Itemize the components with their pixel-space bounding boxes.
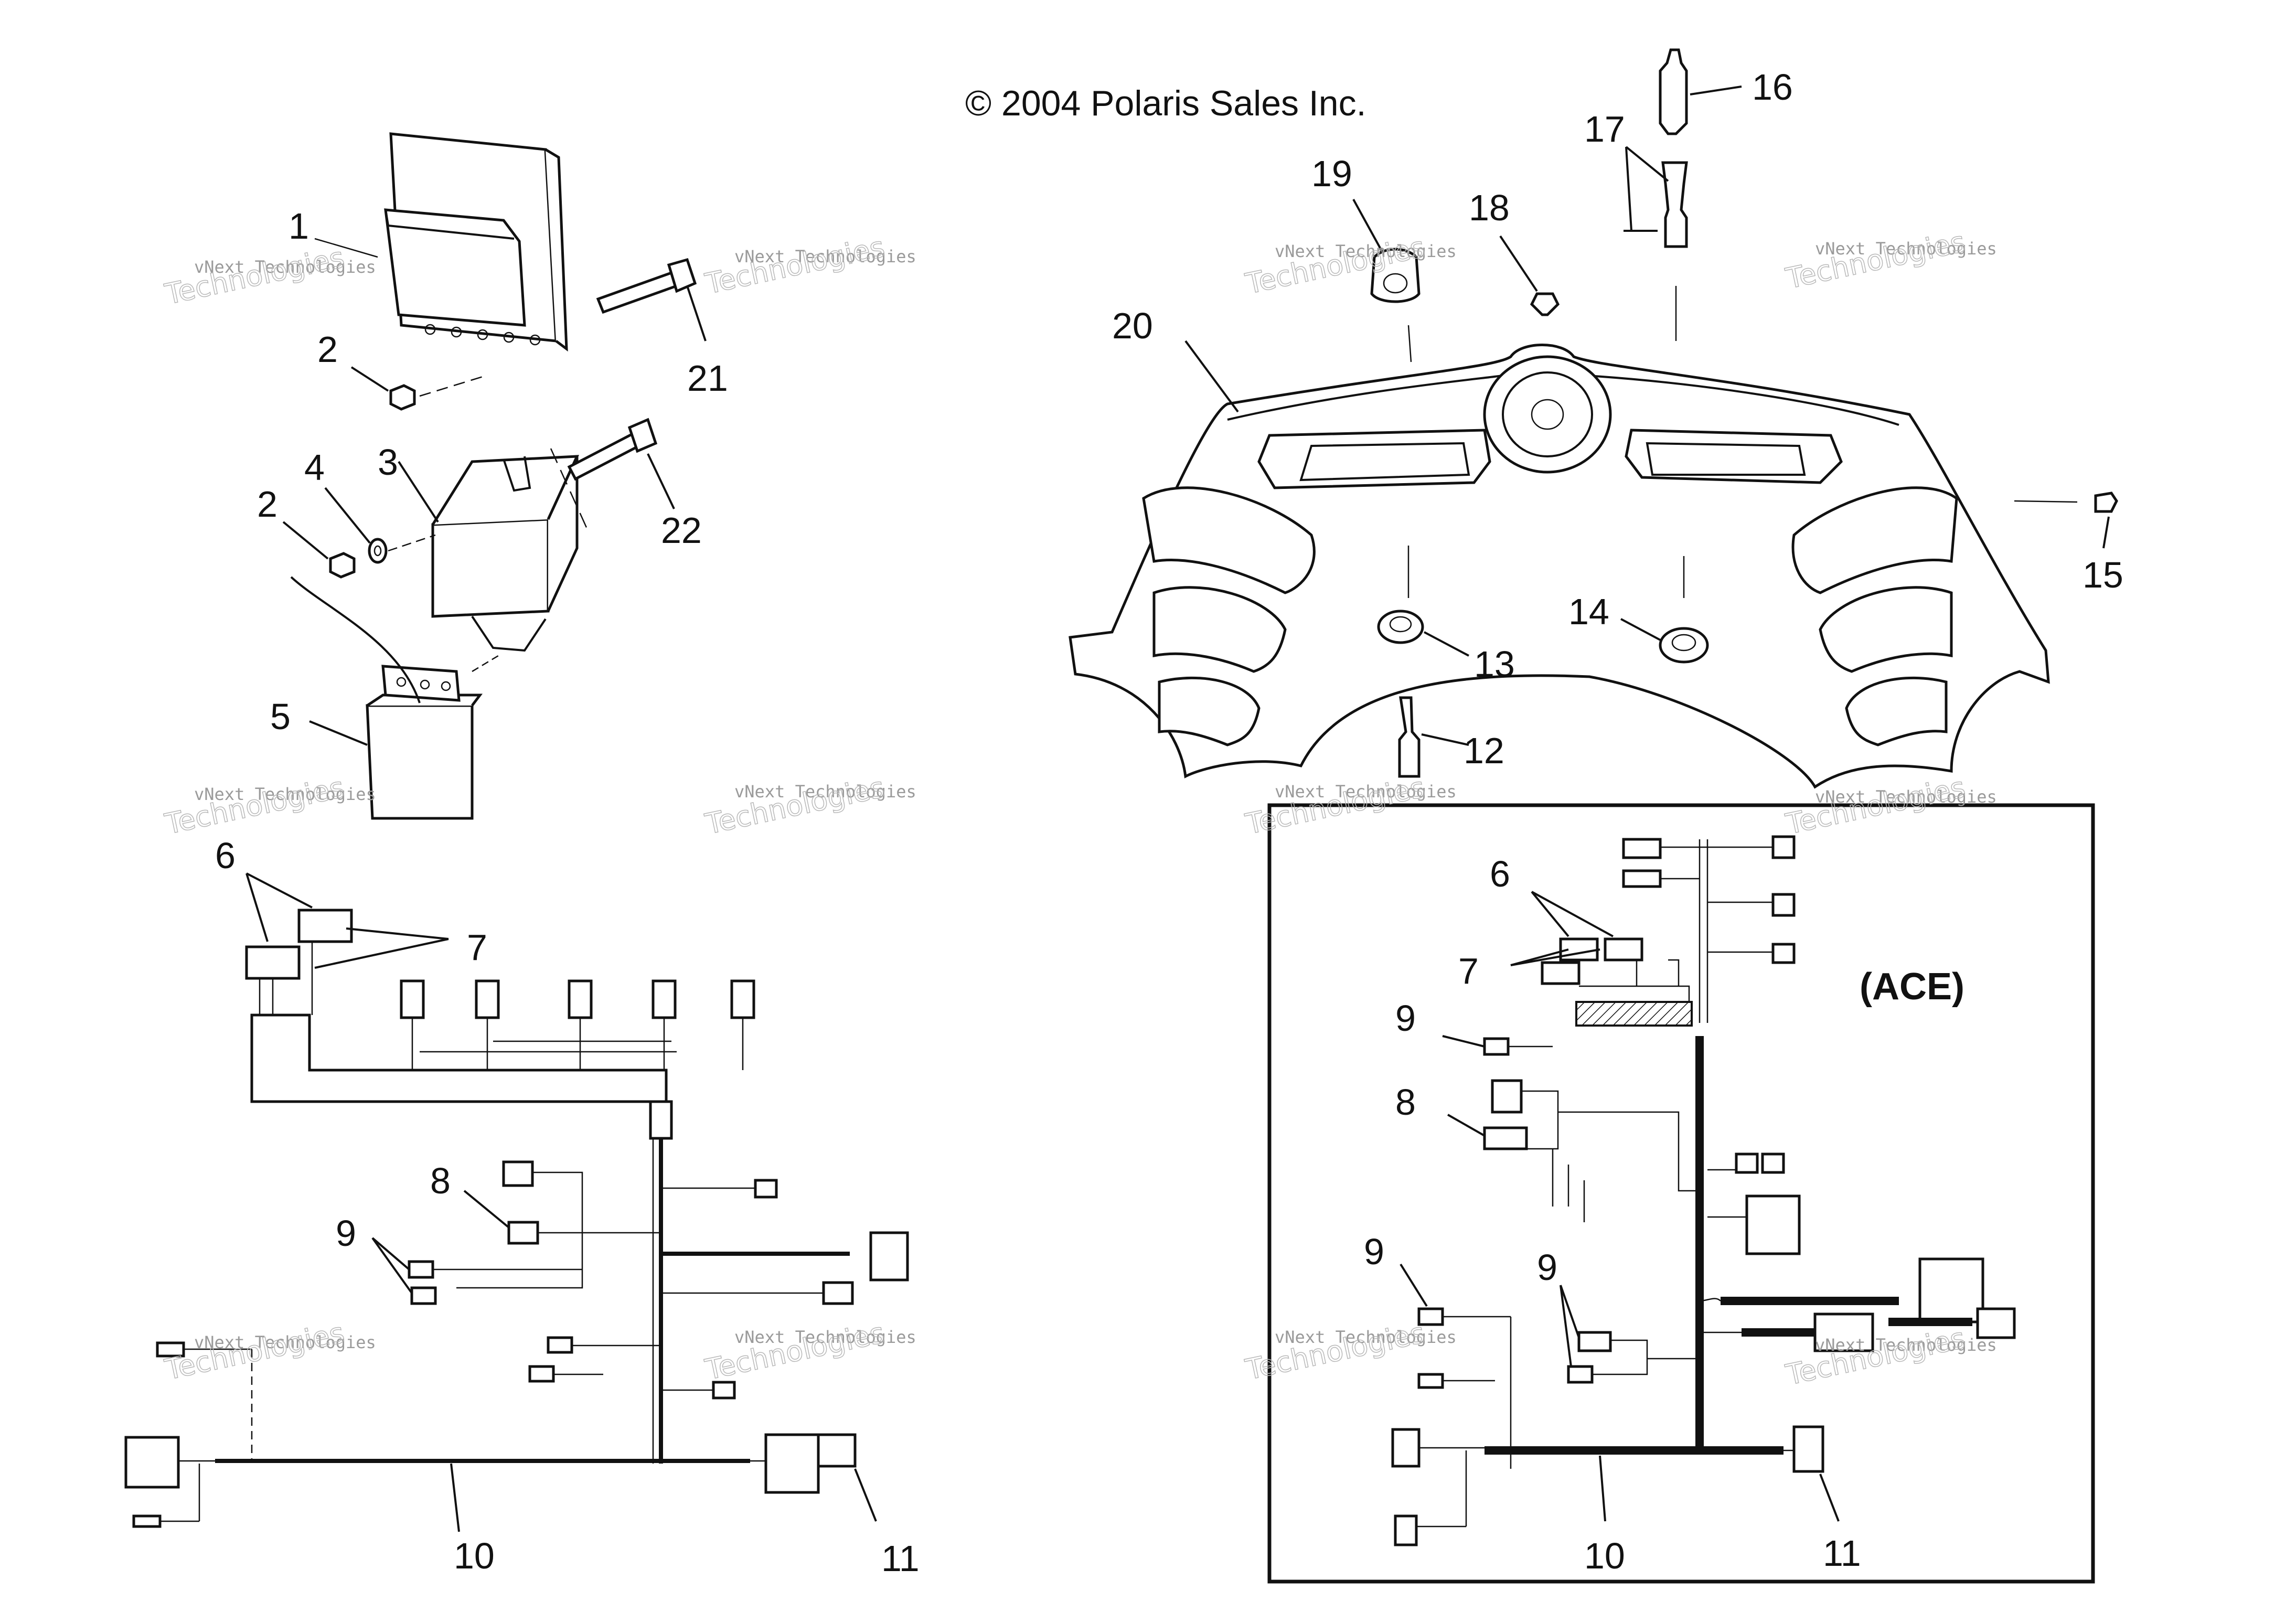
callout-12: 12 bbox=[1464, 730, 1504, 771]
part-2-nut-upper bbox=[350, 366, 488, 411]
part-20-dash-pod bbox=[1069, 340, 2050, 789]
ace-callout-11: 11 bbox=[1823, 1533, 1861, 1574]
ace-callout-9: 9 bbox=[1395, 998, 1416, 1039]
ace-label: (ACE) bbox=[1860, 966, 1964, 1008]
callout-18: 18 bbox=[1469, 187, 1510, 228]
watermark-text: vNext Technologies bbox=[194, 1332, 376, 1352]
callout-13: 13 bbox=[1474, 644, 1515, 685]
ace-callout-9: 9 bbox=[1537, 1247, 1557, 1288]
ace-callout-6: 6 bbox=[1490, 853, 1510, 894]
callout-16: 16 bbox=[1752, 67, 1793, 108]
harness-ace bbox=[1391, 835, 2016, 1546]
callout-21: 21 bbox=[687, 358, 728, 399]
watermark-text: Technologies bbox=[162, 771, 347, 841]
callout-11: 11 bbox=[881, 1538, 920, 1579]
callout-5: 5 bbox=[270, 696, 291, 737]
watermark-text: vNext Technologies bbox=[734, 782, 916, 802]
callout-6: 6 bbox=[215, 835, 236, 876]
callout-8: 8 bbox=[430, 1160, 451, 1201]
ace-callout-8: 8 bbox=[1395, 1082, 1416, 1123]
callout-19: 19 bbox=[1311, 153, 1352, 194]
watermark-text: vNext Technologies bbox=[1815, 787, 1997, 807]
watermark-text: vNext Technologies bbox=[734, 1327, 916, 1347]
callout-15: 15 bbox=[2083, 554, 2123, 595]
watermark-text: Technologies bbox=[1783, 225, 1968, 295]
ace-callout-7: 7 bbox=[1458, 951, 1479, 991]
watermark-text: vNext Technologies bbox=[1275, 1327, 1457, 1347]
part-21-bolt bbox=[596, 258, 707, 341]
watermark-text: vNext Technologies bbox=[1275, 241, 1457, 261]
ace-callout-10: 10 bbox=[1584, 1535, 1625, 1576]
watermark-text: vNext Technologies bbox=[194, 784, 376, 804]
watermark-text: vNext Technologies bbox=[1275, 782, 1457, 802]
ace-inset-frame bbox=[1267, 803, 2095, 1584]
ace-callout-9: 9 bbox=[1364, 1231, 1384, 1272]
callout-17: 17 bbox=[1584, 109, 1625, 150]
part-2-nut-lower bbox=[282, 521, 436, 579]
watermark-text: Technologies bbox=[162, 1316, 347, 1386]
part-13-grommet bbox=[1377, 546, 1469, 657]
part-16-bulb bbox=[1659, 48, 1742, 135]
part-18-clip bbox=[1499, 235, 1560, 316]
watermark-text: vNext Technologies bbox=[734, 247, 916, 266]
part-22-bolt bbox=[567, 418, 675, 509]
callout-3: 3 bbox=[378, 442, 398, 483]
callout-22: 22 bbox=[661, 510, 702, 551]
callout-14: 14 bbox=[1568, 591, 1609, 632]
part-5-module bbox=[290, 576, 499, 820]
callout-20: 20 bbox=[1112, 305, 1153, 346]
part-19-bulb bbox=[1352, 199, 1421, 362]
watermark-text: Technologies bbox=[702, 230, 888, 301]
callout-9: 9 bbox=[336, 1213, 356, 1254]
callout-10: 10 bbox=[454, 1535, 495, 1576]
watermark-text: vNext Technologies bbox=[194, 257, 376, 277]
part-14-grommet bbox=[1620, 556, 1709, 664]
part-4-washer bbox=[324, 487, 388, 564]
watermark-text: vNext Technologies bbox=[1815, 1335, 1997, 1355]
part-1-cdi-box bbox=[314, 132, 568, 352]
part-15-screw bbox=[2014, 492, 2118, 549]
copyright-text: © 2004 Polaris Sales Inc. bbox=[965, 83, 1366, 123]
callout-2: 2 bbox=[317, 329, 338, 370]
callout-1: 1 bbox=[289, 206, 309, 247]
part-17-socket bbox=[1624, 146, 1688, 341]
harness-left bbox=[124, 872, 909, 1532]
part-3-regulator bbox=[398, 448, 589, 652]
callout-2: 2 bbox=[257, 484, 277, 525]
watermark-text: vNext Technologies bbox=[1815, 239, 1997, 259]
part-12-bulb bbox=[1398, 696, 1469, 778]
callout-7: 7 bbox=[467, 927, 487, 968]
callout-4: 4 bbox=[304, 447, 325, 488]
watermark-text: Technologies bbox=[162, 241, 347, 311]
callouts: 1 2 3 4 2 5 21 22 6 7 8 9 10 11 12 13 14… bbox=[215, 67, 2123, 1579]
